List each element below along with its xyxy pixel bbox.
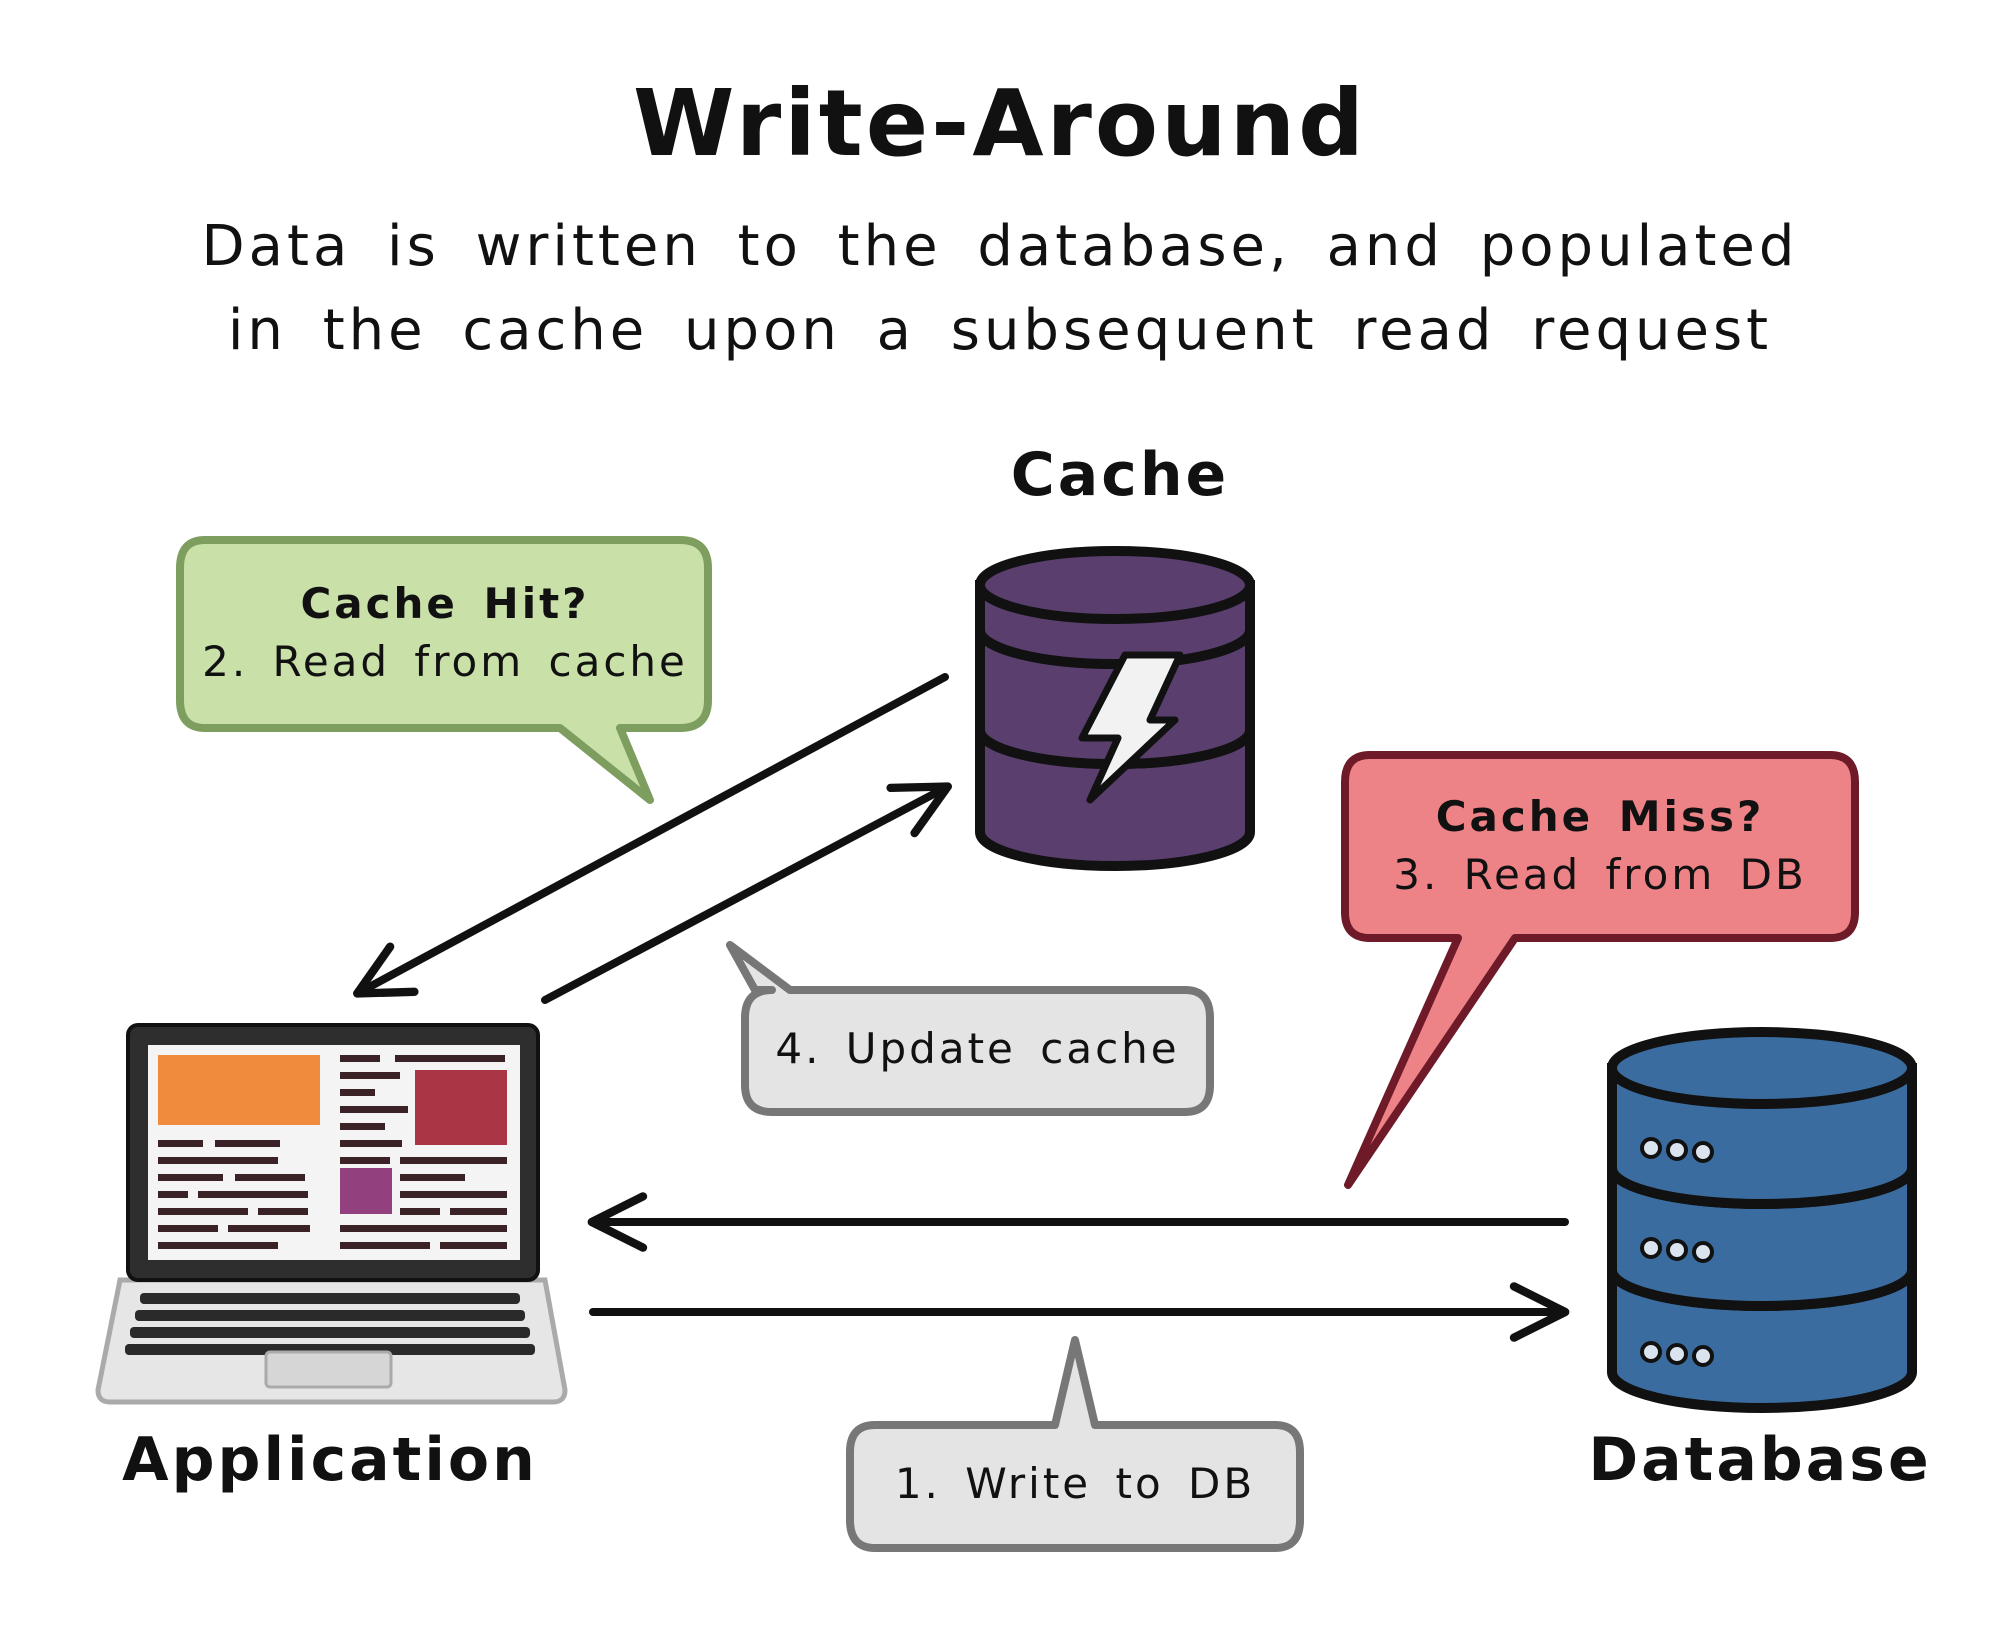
cache-hit-heading: Cache Hit? xyxy=(300,579,590,628)
database-label: Database xyxy=(1588,1425,1932,1495)
arrow-app-to-cache xyxy=(541,782,952,1004)
cache-label: Cache xyxy=(1010,440,1230,510)
cache-miss-heading: Cache Miss? xyxy=(1435,792,1765,841)
cache-miss-step: 3. Read from DB xyxy=(1393,850,1807,899)
update-cache-bubble xyxy=(726,941,1214,1116)
update-cache-step: 4. Update cache xyxy=(775,1024,1180,1073)
cache-hit-text: Cache Hit? 2. Read from cache xyxy=(180,575,710,691)
database-icon xyxy=(1607,1027,1917,1413)
cache-miss-text: Cache Miss? 3. Read from DB xyxy=(1345,788,1855,904)
diagram-subtitle: Data is written to the database, and pop… xyxy=(201,214,1799,363)
application-label: Application xyxy=(122,1425,538,1495)
laptop-icon xyxy=(95,1023,568,1405)
write-db-bubble xyxy=(846,1336,1304,1552)
cache-hit-step: 2. Read from cache xyxy=(202,637,688,686)
cache-database-icon xyxy=(975,546,1255,871)
cache-miss-bubble xyxy=(1341,751,1859,1189)
diagram-title: Write-Around xyxy=(633,70,1367,177)
lightning-bolt-icon xyxy=(1078,651,1184,804)
server-led-icon xyxy=(1640,1137,1714,1367)
write-db-step: 1. Write to DB xyxy=(894,1459,1256,1508)
arrow-cache-to-app xyxy=(353,673,949,998)
cache-hit-bubble xyxy=(176,536,712,804)
